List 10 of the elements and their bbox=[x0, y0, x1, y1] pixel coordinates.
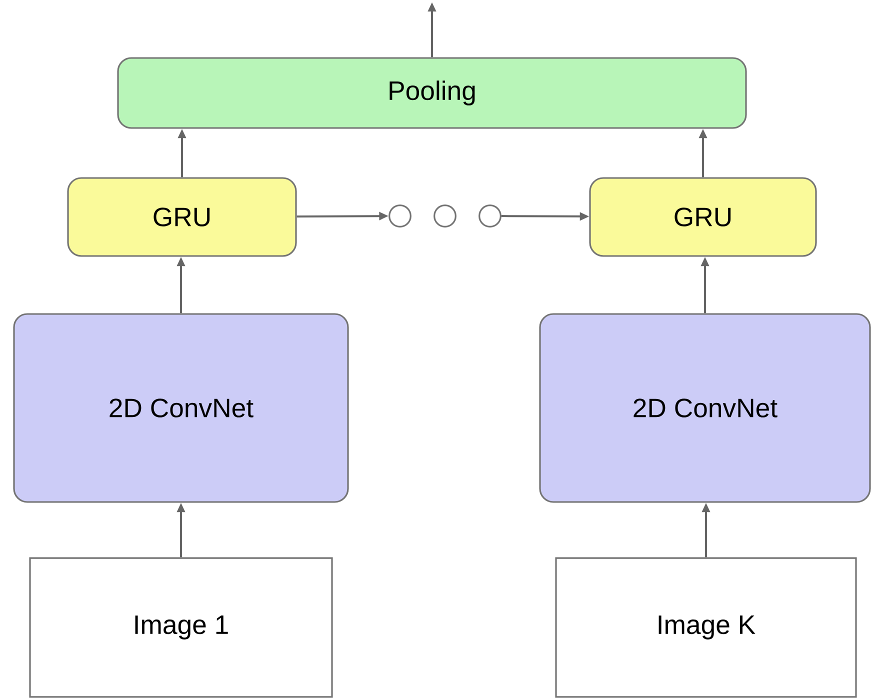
gru-box: GRU bbox=[67, 177, 297, 257]
convnet-box: 2D ConvNet bbox=[539, 313, 871, 503]
pooling-box: Pooling bbox=[117, 57, 747, 129]
gru-box: GRU bbox=[589, 177, 817, 257]
image-box: Image 1 bbox=[29, 557, 333, 698]
convnet-box: 2D ConvNet bbox=[13, 313, 349, 503]
dot-circle bbox=[434, 204, 456, 228]
dot-circle bbox=[388, 204, 412, 228]
image-box: Image K bbox=[555, 557, 857, 698]
dot-circle bbox=[478, 204, 502, 228]
